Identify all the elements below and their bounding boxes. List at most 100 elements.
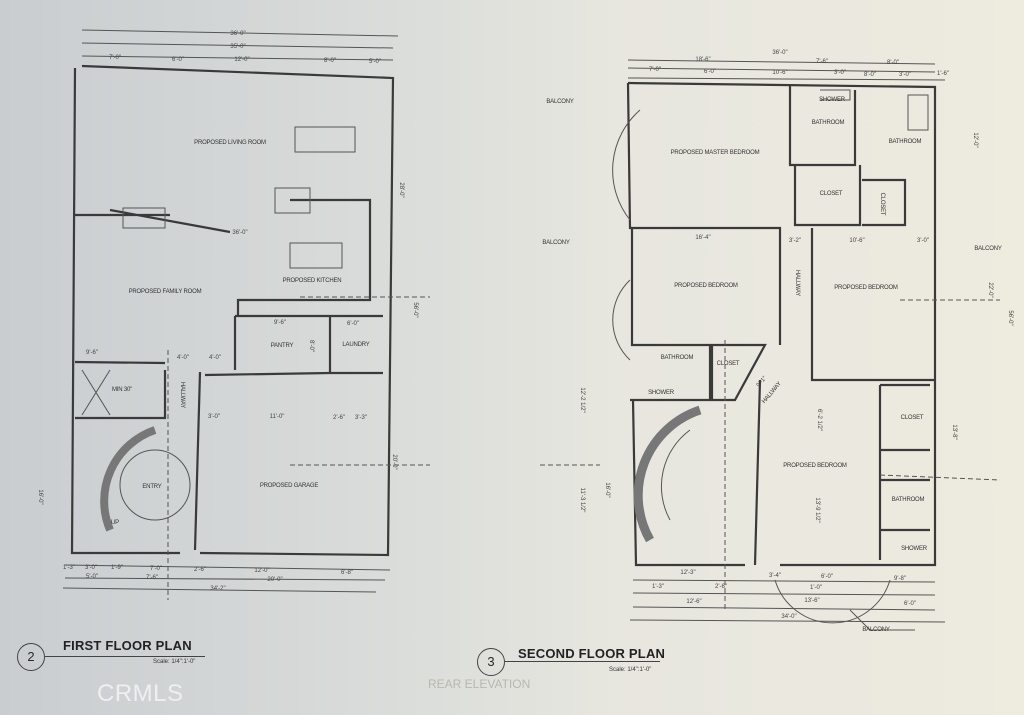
room-label-pantry: PANTRY	[270, 343, 294, 349]
room-label-shower: SHOWER	[819, 97, 845, 103]
dimension: 6'-0"	[704, 69, 716, 75]
dimension: 8'-0"	[864, 72, 876, 78]
dimension: 12'-6"	[686, 599, 702, 605]
room-label-master-bedroom: PROPOSED MASTER BEDROOM	[670, 150, 760, 156]
dimension: 8'-0"	[308, 340, 314, 352]
title-underline	[45, 656, 205, 658]
room-label-closet: CLOSET	[819, 191, 843, 197]
dimension: 7'-6"	[816, 59, 828, 65]
label-balcony: BALCONY	[542, 240, 570, 246]
dimension: 4'-0"	[177, 355, 189, 361]
dimension: 6'-0"	[904, 601, 916, 607]
room-label-shower: SHOWER	[901, 546, 927, 552]
room-label-laundry: LAUNDRY	[342, 342, 370, 348]
room-label-bathroom: BATHROOM	[811, 120, 845, 126]
room-label-bedroom: PROPOSED BEDROOM	[834, 285, 898, 291]
label-balcony: BALCONY	[546, 99, 574, 105]
second-floor-walls	[626, 81, 937, 567]
dimension: 3'-0"	[899, 72, 911, 78]
background-rear-elevation-text: REAR ELEVATION	[428, 677, 531, 691]
dimension: 56'-0"	[1007, 310, 1013, 326]
dimension: 6'-0"	[821, 574, 833, 580]
dimension: 2'-6"	[333, 415, 345, 421]
room-label-bathroom: BATHROOM	[888, 139, 922, 145]
dimension: 7'-0"	[649, 67, 661, 73]
dimension: 35'-0"	[230, 44, 246, 50]
dimension: 20'-0"	[391, 454, 397, 470]
dimension: 4'-0"	[209, 355, 221, 361]
dimension: 36'-0"	[232, 230, 248, 236]
title-underline	[505, 661, 660, 663]
dimension: 11'-0"	[269, 414, 285, 420]
first-floor-fixtures	[62, 29, 430, 600]
dimension: 1'-3"	[652, 584, 664, 590]
room-label-hallway: HALLWAY	[179, 381, 185, 409]
dimension: 56'-0"	[412, 302, 418, 318]
drawing-number-badge: 3	[477, 648, 505, 676]
dimension: 8'-0"	[887, 60, 899, 66]
dimension: 5'-0"	[369, 59, 381, 65]
room-label-closet: CLOSET	[879, 192, 885, 216]
dimension: 9'-8"	[894, 576, 906, 582]
room-label-bedroom: PROPOSED BEDROOM	[783, 463, 847, 469]
dimension: 3'-0"	[208, 414, 220, 420]
second-floor-fixtures	[540, 59, 1001, 631]
dimension: 8'-0"	[324, 58, 336, 64]
first-floor-scale: Scale: 1/4":1'-0"	[153, 659, 196, 665]
room-label-closet: CLOSET	[900, 415, 924, 421]
dimension: 16'-4"	[695, 235, 711, 241]
dimension: 3'-4"	[769, 573, 781, 579]
room-label-shower: SHOWER	[648, 390, 674, 396]
dimension: 1'-6"	[937, 71, 949, 77]
dimension: 36'-0"	[230, 31, 246, 37]
dimension: 3'-0"	[85, 565, 97, 571]
second-floor-scale: Scale: 1/4":1'-0"	[609, 667, 652, 673]
dimension: 18'-6"	[695, 57, 711, 63]
dimension: 22'-0"	[987, 282, 993, 298]
drawing-number-badge: 2	[17, 643, 45, 671]
dimension: 16'-0"	[604, 482, 610, 498]
dimension: 11'-3 1/2"	[579, 487, 585, 513]
watermark: CRMLS	[97, 680, 184, 707]
dimension: 3'-0"	[834, 70, 846, 76]
dimension: 5'-0"	[86, 574, 98, 580]
dimension: 3'-0"	[917, 238, 929, 244]
dimension: 16'-0"	[37, 489, 43, 505]
dimension: 1'-0"	[810, 585, 822, 591]
room-label-garage: PROPOSED GARAGE	[259, 483, 319, 489]
first-floor-walls	[70, 64, 395, 557]
room-label-family: PROPOSED FAMILY ROOM	[128, 289, 202, 295]
dimension: 20'-0"	[267, 577, 283, 583]
label-balcony: BALCONY	[862, 627, 890, 633]
dimension: 10'-6"	[849, 238, 865, 244]
dimension: 12'-2 1/2"	[579, 387, 585, 413]
dimension: 13'-6"	[804, 598, 820, 604]
dimension: 9'-6"	[86, 350, 98, 356]
room-label-bathroom: BATHROOM	[660, 355, 694, 361]
dimension: 2'-6"	[194, 567, 206, 573]
dimension: 1'-3"	[63, 565, 75, 571]
dimension: 10'-6"	[772, 70, 788, 76]
room-label-bedroom: PROPOSED BEDROOM	[674, 283, 738, 289]
label-min-30: MIN 30"	[111, 387, 133, 393]
dimension: 12'-0"	[254, 568, 270, 574]
room-label-living: PROPOSED LIVING ROOM	[194, 140, 266, 146]
second-floor-title: SECOND FLOOR PLAN	[518, 646, 666, 661]
label-balcony: BALCONY	[974, 246, 1002, 252]
dimension: 12'-3"	[680, 570, 696, 576]
dimension: 34'-0"	[781, 614, 797, 620]
room-label-bathroom: BATHROOM	[891, 497, 925, 503]
dimension: 6'-2 1/2"	[816, 409, 822, 431]
dimension: 36'-0"	[772, 50, 788, 56]
first-floor-title: FIRST FLOOR PLAN	[63, 638, 192, 653]
room-label-kitchen: PROPOSED KITCHEN	[282, 278, 342, 284]
room-label-hallway: HALLWAY	[794, 269, 800, 297]
dimension: 1'-9"	[111, 565, 123, 571]
dimension: 12'-0"	[972, 132, 978, 148]
dimension: 7'-0"	[109, 55, 121, 61]
dimension: 6'-0"	[172, 57, 184, 63]
label-stairs-up: UP	[111, 520, 119, 526]
dimension: 9'-6"	[274, 320, 286, 326]
dimension: 13'-8"	[951, 424, 957, 440]
